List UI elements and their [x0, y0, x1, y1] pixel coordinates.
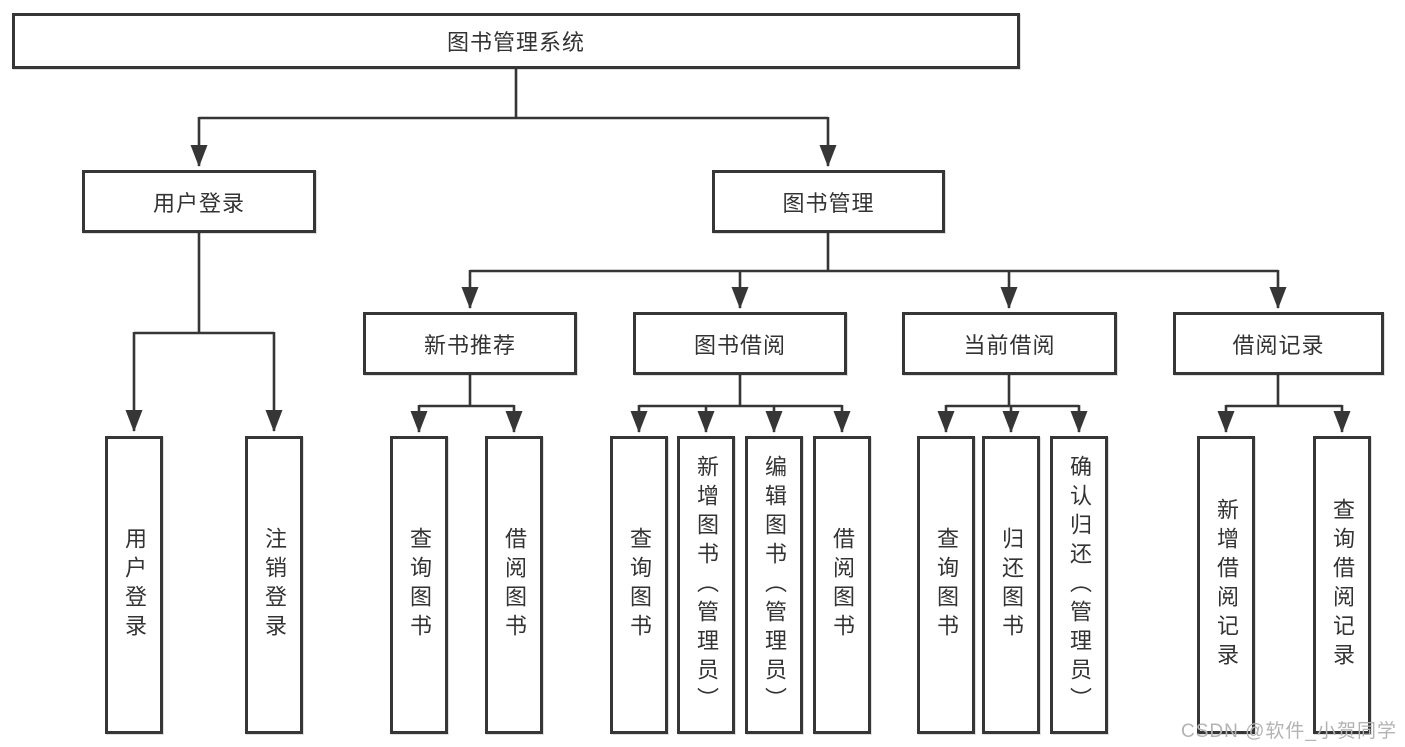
leaf-query-books-recommend: 查询图书 — [390, 436, 448, 734]
leaf-edit-books-admin: 编辑图书（管理员） — [745, 436, 803, 734]
branch-new-book-recommendation: 新书推荐 — [363, 312, 577, 375]
leaf-logout: 注销登录 — [245, 436, 303, 734]
branch-borrowing-records: 借阅记录 — [1173, 312, 1384, 375]
branch-book-borrowing: 图书借阅 — [633, 312, 847, 375]
csdn-watermark: CSDN @软件_小贺同学 — [1181, 721, 1397, 742]
branch-current-borrowing: 当前借阅 — [902, 312, 1117, 375]
leaf-borrow-books-recommend: 借阅图书 — [485, 436, 543, 734]
branch-book-management: 图书管理 — [712, 170, 945, 233]
leaf-query-books-borrowing: 查询图书 — [610, 436, 668, 734]
branch-user-login: 用户登录 — [82, 170, 316, 233]
leaf-borrow-books-borrowing: 借阅图书 — [813, 436, 871, 734]
leaf-return-books: 归还图书 — [982, 436, 1040, 734]
leaf-add-books-admin: 新增图书（管理员） — [677, 436, 735, 734]
leaf-query-borrow-record: 查询借阅记录 — [1313, 436, 1371, 734]
leaf-add-borrow-record: 新增借阅记录 — [1197, 436, 1255, 734]
leaf-confirm-return-admin: 确认归还（管理员） — [1050, 436, 1108, 734]
root-box-library-management-system: 图书管理系统 — [12, 13, 1020, 69]
leaf-query-books-current: 查询图书 — [917, 436, 975, 734]
leaf-user-login: 用户登录 — [105, 436, 163, 734]
